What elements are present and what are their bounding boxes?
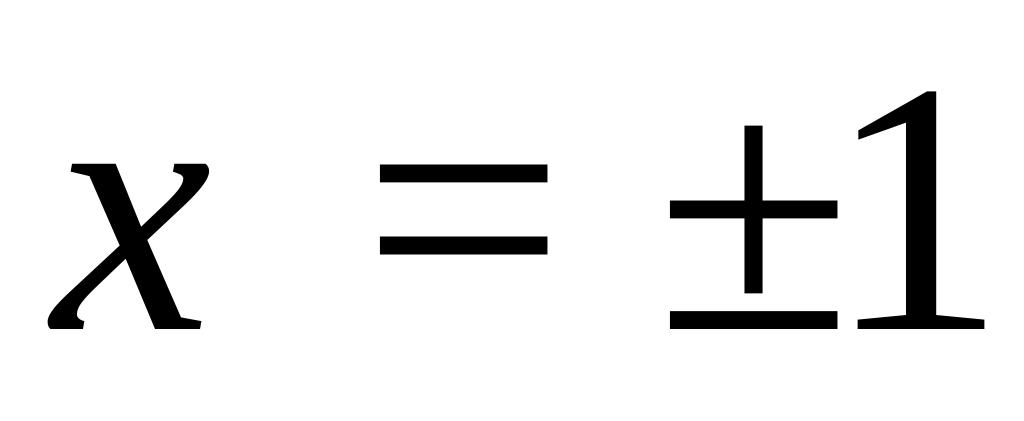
equation-variable: x — [52, 8, 212, 407]
plus-minus-sign: ± — [655, 8, 853, 407]
equation-value: 1 — [826, 8, 1006, 407]
equals-sign: = — [362, 8, 566, 407]
